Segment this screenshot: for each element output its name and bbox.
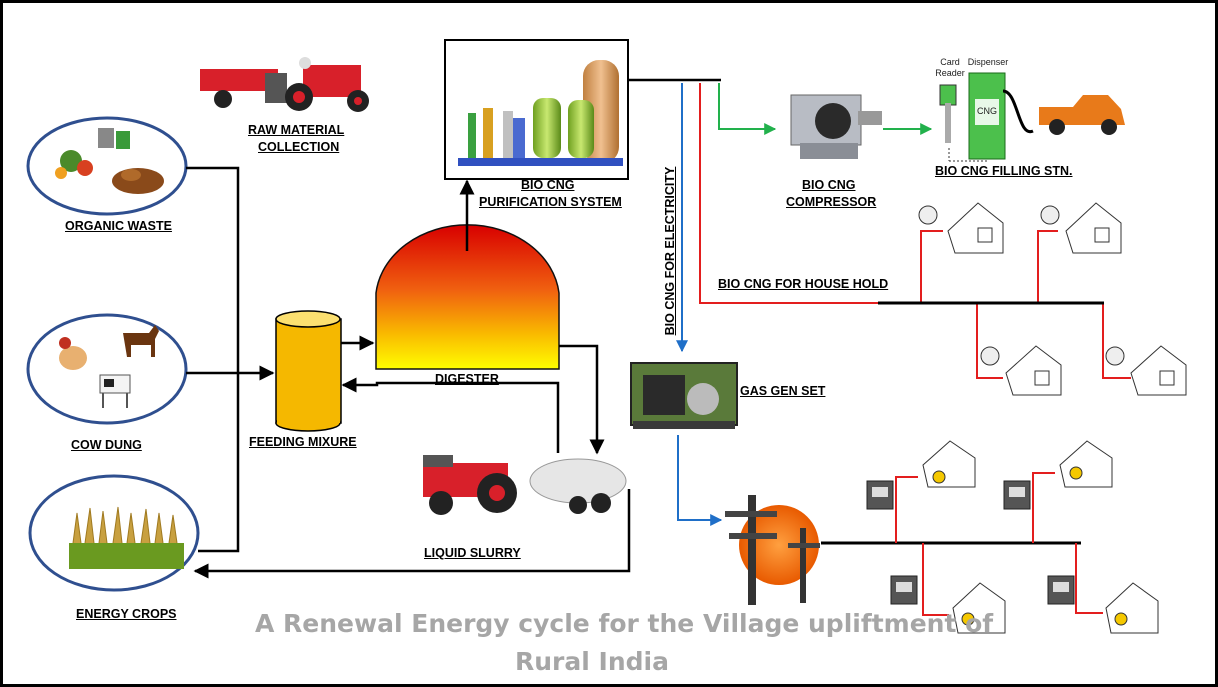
- diagram-frame: RAW MATERIAL COLLECTION ORGANIC WASTE CO…: [3, 3, 1215, 684]
- power-pole-icon: [725, 495, 820, 605]
- energy-crops-label: ENERGY CROPS: [76, 607, 177, 621]
- card-reader-label: Card: [940, 57, 960, 67]
- organic-waste-ellipse: [26, 116, 188, 216]
- digester-label: DIGESTER: [435, 372, 499, 386]
- raw-material-label-2: COLLECTION: [258, 140, 340, 154]
- compressor-icon: [790, 94, 882, 159]
- energy-crops-ellipse: [28, 474, 200, 592]
- cng-green-lines: [718, 83, 933, 135]
- electricity-label: BIO CNG FOR ELECTRICITY: [663, 166, 677, 336]
- purification-label: BIO CNG: [521, 178, 575, 192]
- diagram-canvas: [26, 39, 1187, 634]
- gen-set-label: GAS GEN SET: [740, 384, 826, 398]
- electricity-blue-lines: [676, 83, 723, 526]
- meter-house-icon: [890, 575, 1006, 634]
- slurry-tractor-icon: [423, 455, 627, 515]
- cng-label: CNG: [977, 106, 997, 116]
- purification-label-2: PURIFICATION SYSTEM: [479, 195, 622, 209]
- feeding-mixture-label: FEEDING MIXURE: [249, 435, 357, 449]
- flow-lines: [186, 78, 721, 579]
- compressor-label-2: COMPRESSOR: [786, 195, 877, 209]
- meter-house-icon: [1003, 440, 1113, 510]
- house-icon: [980, 345, 1062, 396]
- dispenser-label: Dispenser: [967, 57, 1009, 67]
- cow-dung-label: COW DUNG: [71, 438, 142, 452]
- house-icon: [1105, 345, 1187, 396]
- meter-house-icon: [1047, 575, 1159, 634]
- household-gas-lines: [699, 83, 1131, 379]
- card-reader-label-2: Reader: [935, 68, 965, 78]
- title-line-1: A Renewal Energy cycle for the Village u…: [255, 609, 994, 638]
- electric-red-lines: [895, 472, 1103, 616]
- raw-material-tractor-icon: [200, 57, 369, 112]
- household-label: BIO CNG FOR HOUSE HOLD: [718, 277, 889, 291]
- house-icon: [1040, 202, 1122, 254]
- digester-dome: [375, 224, 560, 370]
- house-icon: [918, 202, 1004, 254]
- cow-dung-ellipse: [26, 313, 188, 425]
- compressor-label: BIO CNG: [802, 178, 856, 192]
- raw-material-label: RAW MATERIAL: [248, 123, 345, 137]
- gas-gen-set-icon: [630, 362, 738, 429]
- title-line-2: Rural India: [515, 647, 669, 676]
- filling-station-label: BIO CNG FILLING STN.: [935, 164, 1073, 178]
- meter-house-icon: [866, 440, 976, 510]
- purification-system-box: [444, 39, 629, 180]
- filling-station-icon: [939, 72, 1125, 162]
- feeding-mixture-tank: [275, 310, 342, 432]
- liquid-slurry-label: LIQUID SLURRY: [424, 546, 521, 560]
- organic-waste-label: ORGANIC WASTE: [65, 219, 172, 233]
